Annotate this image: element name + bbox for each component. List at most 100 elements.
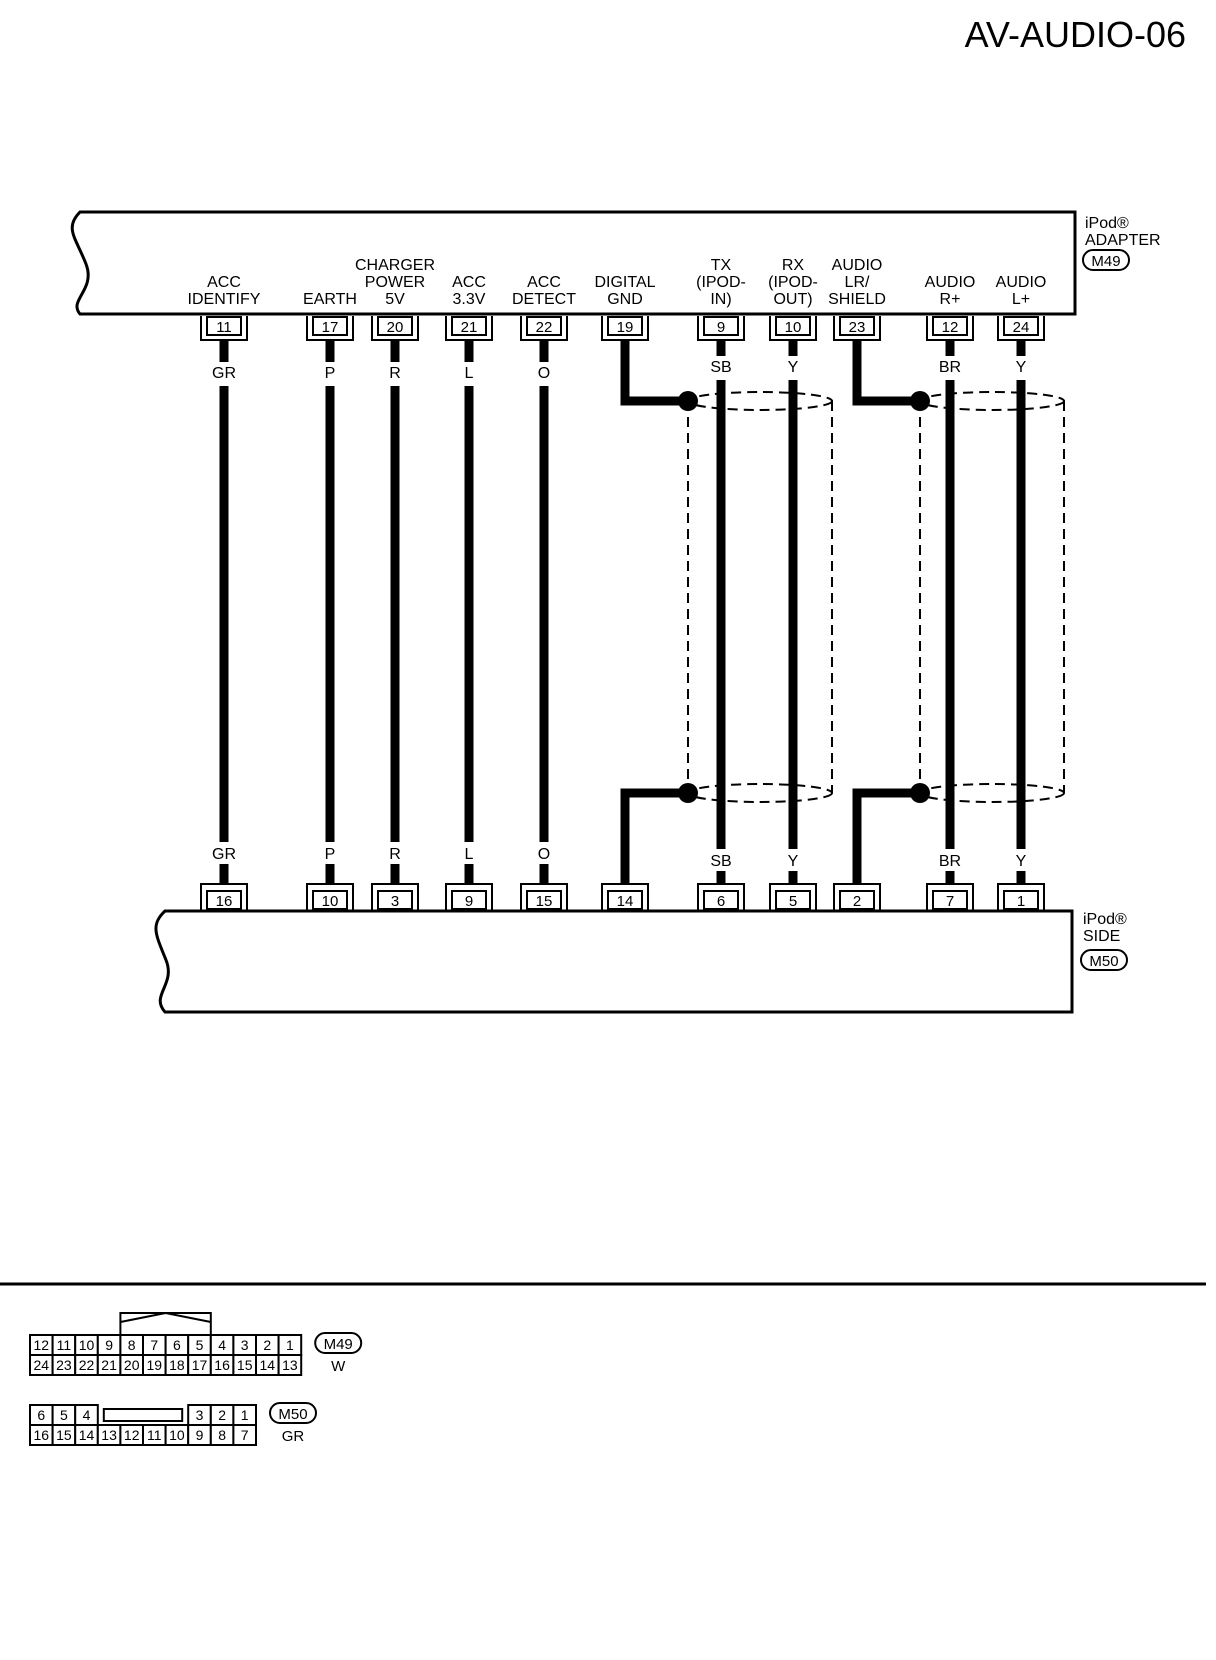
terminal-label: DIGITAL xyxy=(594,274,655,291)
top-pin-box xyxy=(526,316,562,336)
top-pin-number: 17 xyxy=(322,319,339,336)
connector-cell-number: 12 xyxy=(124,1427,140,1443)
top-pin-number: 9 xyxy=(717,319,725,336)
terminal-label: ACC xyxy=(207,274,241,291)
connector-view-color: W xyxy=(331,1358,346,1375)
top-pin-number: 12 xyxy=(942,319,959,336)
bottom-connector-id: M50 xyxy=(1089,953,1118,970)
terminal-label: IDENTIFY xyxy=(188,291,261,308)
connector-cell-number: 2 xyxy=(263,1337,271,1353)
shield-top-ellipse xyxy=(919,391,1065,411)
wire-color-label: Y xyxy=(1016,359,1027,376)
bottom-pin-box xyxy=(703,890,739,910)
terminal-label: TX xyxy=(711,257,732,274)
connector-cell-number: 2 xyxy=(218,1407,226,1423)
bottom-pin-number: 1 xyxy=(1017,893,1025,910)
terminal-label: DETECT xyxy=(512,291,576,308)
bottom-pin-box xyxy=(526,890,562,910)
wire-color-label: Y xyxy=(788,359,799,376)
top-connector-id: M49 xyxy=(1091,253,1120,270)
connector-cell-number: 19 xyxy=(147,1357,163,1373)
connector-cell-number: 6 xyxy=(173,1337,181,1353)
wire-color-label: GR xyxy=(212,846,236,863)
bottom-pin-number: 5 xyxy=(789,893,797,910)
top-pin-number: 19 xyxy=(617,319,634,336)
connector-cell-number: 15 xyxy=(56,1427,72,1443)
connector-cell-number: 5 xyxy=(196,1337,204,1353)
top-connector-name: iPod® xyxy=(1085,215,1129,232)
drain-wire-top xyxy=(620,340,688,406)
bottom-pin-number: 16 xyxy=(216,893,233,910)
drain-wire-bottom xyxy=(852,788,920,884)
wire-color-label: SB xyxy=(710,853,731,870)
connector-cell-number: 15 xyxy=(237,1357,253,1373)
bottom-connector-name: SIDE xyxy=(1083,928,1120,945)
connector-cell-number: 12 xyxy=(34,1337,50,1353)
top-connector-id-badge xyxy=(1082,249,1130,271)
connector-cell-number: 8 xyxy=(218,1427,226,1443)
connector-cell-number: 11 xyxy=(57,1337,72,1353)
connector-cell-number: 1 xyxy=(241,1407,249,1423)
bottom-pin-number: 2 xyxy=(853,893,861,910)
terminal-label: 5V xyxy=(385,291,405,308)
connector-view-id-badge xyxy=(269,1402,317,1424)
connector-hood-mark xyxy=(120,1311,211,1323)
terminal-label: IN) xyxy=(710,291,731,308)
wire-color-label: R xyxy=(389,846,401,863)
top-pin-box xyxy=(1003,316,1039,336)
connector-cell-number: 13 xyxy=(101,1427,117,1443)
terminal-label: POWER xyxy=(365,274,425,291)
top-pin-box xyxy=(703,316,739,336)
terminal-label: 3.3V xyxy=(453,291,486,308)
wire-color-label: L xyxy=(465,846,474,863)
top-pin-box xyxy=(775,316,811,336)
shield-top-ellipse xyxy=(687,391,833,411)
terminal-label: OUT) xyxy=(773,291,812,308)
connector-cell-number: 9 xyxy=(105,1337,113,1353)
terminal-label: SHIELD xyxy=(828,291,886,308)
bottom-pin-number: 10 xyxy=(322,893,339,910)
connector-cell-number: 7 xyxy=(150,1337,158,1353)
connector-cell-number: 16 xyxy=(214,1357,230,1373)
shield-bottom-ellipse xyxy=(919,783,1065,803)
top-pin-box xyxy=(451,316,487,336)
connector-cell-number: 8 xyxy=(128,1337,136,1353)
wire-color-label: GR xyxy=(212,365,236,382)
terminal-label: (IPOD- xyxy=(696,274,746,291)
terminal-label: ACC xyxy=(527,274,561,291)
connector-cell-number: 4 xyxy=(83,1407,91,1423)
terminal-label: R+ xyxy=(940,291,961,308)
drain-wire-top xyxy=(852,340,920,406)
connector-cell-number: 6 xyxy=(37,1407,45,1423)
top-pin-number: 10 xyxy=(785,319,802,336)
wire-color-label: R xyxy=(389,365,401,382)
top-pin-box xyxy=(932,316,968,336)
top-pin-number: 22 xyxy=(536,319,553,336)
terminal-label: ACC xyxy=(452,274,486,291)
top-pin-box xyxy=(607,316,643,336)
bottom-pin-box xyxy=(839,890,875,910)
connector-view-id: M49 xyxy=(324,1336,353,1353)
top-pin-box xyxy=(206,316,242,336)
connector-cell-number: 7 xyxy=(241,1427,249,1443)
connector-cell-number: 10 xyxy=(169,1427,185,1443)
connector-cell-number: 5 xyxy=(60,1407,68,1423)
drain-wire-bottom xyxy=(620,788,688,884)
bottom-pin-box xyxy=(377,890,413,910)
terminal-label: CHARGER xyxy=(355,257,435,274)
connector-cell-number: 14 xyxy=(79,1427,95,1443)
connector-view-id-badge xyxy=(314,1332,363,1354)
bottom-pin-box xyxy=(607,890,643,910)
terminal-label: GND xyxy=(607,291,643,308)
connector-cell-number: 22 xyxy=(79,1357,95,1373)
wire-color-label: BR xyxy=(939,853,961,870)
connector-cell-number: 17 xyxy=(192,1357,208,1373)
terminal-label: LR/ xyxy=(845,274,870,291)
top-connector-name: ADAPTER xyxy=(1085,232,1161,249)
connector-cell-number: 11 xyxy=(147,1427,162,1443)
connector-cell-number: 23 xyxy=(56,1357,72,1373)
top-pin-box xyxy=(312,316,348,336)
wire-color-label: SB xyxy=(710,359,731,376)
bottom-pin-box xyxy=(206,890,242,910)
top-pin-box xyxy=(839,316,875,336)
